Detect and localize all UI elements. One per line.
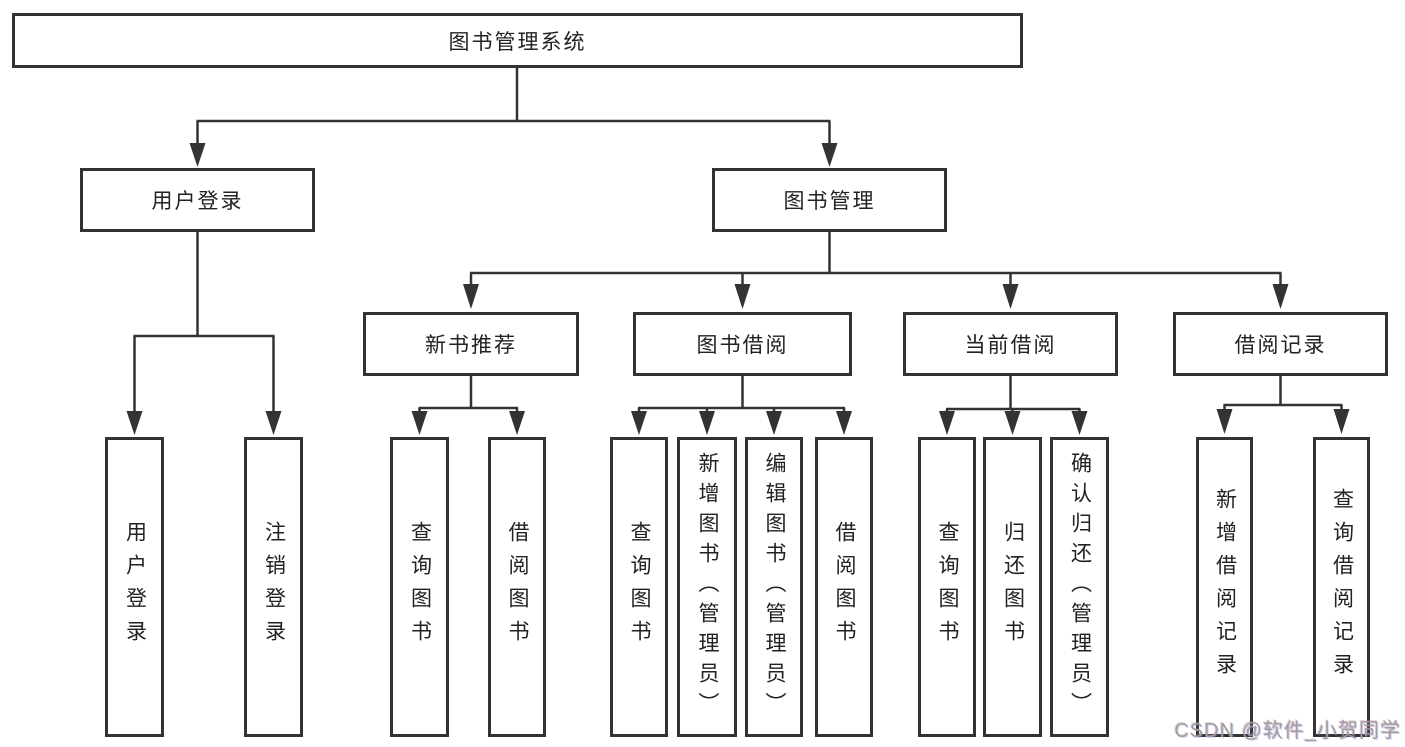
connector-current-borrow-to-leaves (939, 375, 1088, 435)
leaf-recommend-borrow-books: 借阅图书 (488, 437, 546, 737)
node-borrow-records-label: 借阅记录 (1234, 334, 1327, 357)
connector-book-management-to-level3 (463, 231, 1289, 309)
leaf-logout-label: 注销登录 (262, 521, 286, 653)
leaf-user-login-label: 用户登录 (123, 521, 147, 653)
node-book-management: 图书管理 (712, 168, 947, 232)
connector-root-to-level2 (189, 67, 838, 167)
node-new-book-recommend-label: 新书推荐 (425, 334, 517, 357)
node-new-book-recommend: 新书推荐 (363, 312, 579, 376)
leaf-recommend-query-books-label: 查询图书 (408, 521, 432, 653)
leaf-borrow-query-books: 查询图书 (610, 437, 668, 737)
node-borrow-records: 借阅记录 (1173, 312, 1388, 376)
node-root: 图书管理系统 (12, 13, 1023, 68)
leaf-query-borrow-record-label: 查询借阅记录 (1330, 488, 1354, 686)
leaf-confirm-return-admin-label: 确认归还（管理员） (1068, 452, 1092, 722)
leaf-confirm-return-admin: 确认归还（管理员） (1050, 437, 1109, 737)
node-user-login: 用户登录 (80, 168, 315, 232)
connector-user-login-to-leaves (126, 231, 282, 435)
leaf-return-books: 归还图书 (983, 437, 1042, 737)
leaf-add-borrow-record-label: 新增借阅记录 (1213, 488, 1237, 686)
node-book-borrow-label: 图书借阅 (696, 334, 789, 357)
leaf-recommend-query-books: 查询图书 (390, 437, 449, 737)
leaf-query-borrow-record: 查询借阅记录 (1313, 437, 1370, 737)
connector-borrow-records-to-leaves (1216, 375, 1350, 434)
leaf-current-query-books: 查询图书 (918, 437, 976, 737)
node-current-borrow: 当前借阅 (903, 312, 1118, 376)
node-root-label: 图书管理系统 (448, 30, 587, 54)
leaf-borrow-books: 借阅图书 (815, 437, 873, 737)
node-book-borrow: 图书借阅 (633, 312, 852, 376)
leaf-edit-books-admin: 编辑图书（管理员） (745, 437, 803, 737)
leaf-edit-books-admin-label: 编辑图书（管理员） (763, 452, 786, 722)
leaf-user-login: 用户登录 (105, 437, 164, 737)
connector-book-borrow-to-leaves (631, 375, 852, 435)
connector-new-book-recommend-to-leaves (411, 375, 525, 435)
leaf-return-books-label: 归还图书 (1001, 521, 1025, 653)
leaf-recommend-borrow-books-label: 借阅图书 (506, 521, 529, 653)
leaf-borrow-books-label: 借阅图书 (833, 521, 856, 653)
leaf-logout: 注销登录 (244, 437, 303, 737)
leaf-current-query-books-label: 查询图书 (936, 521, 959, 653)
csdn-watermark-text: CSDN @软件_小贺同学 (1174, 720, 1401, 742)
node-user-login-label: 用户登录 (151, 190, 244, 213)
leaf-add-books-admin-label: 新增图书（管理员） (696, 452, 719, 722)
node-current-borrow-label: 当前借阅 (964, 334, 1057, 357)
node-book-management-label: 图书管理 (783, 190, 876, 213)
csdn-watermark: CSDN @软件_小贺同学 (1174, 714, 1401, 743)
leaf-add-borrow-record: 新增借阅记录 (1196, 437, 1253, 737)
leaf-add-books-admin: 新增图书（管理员） (677, 437, 737, 737)
leaf-borrow-query-books-label: 查询图书 (628, 521, 651, 653)
